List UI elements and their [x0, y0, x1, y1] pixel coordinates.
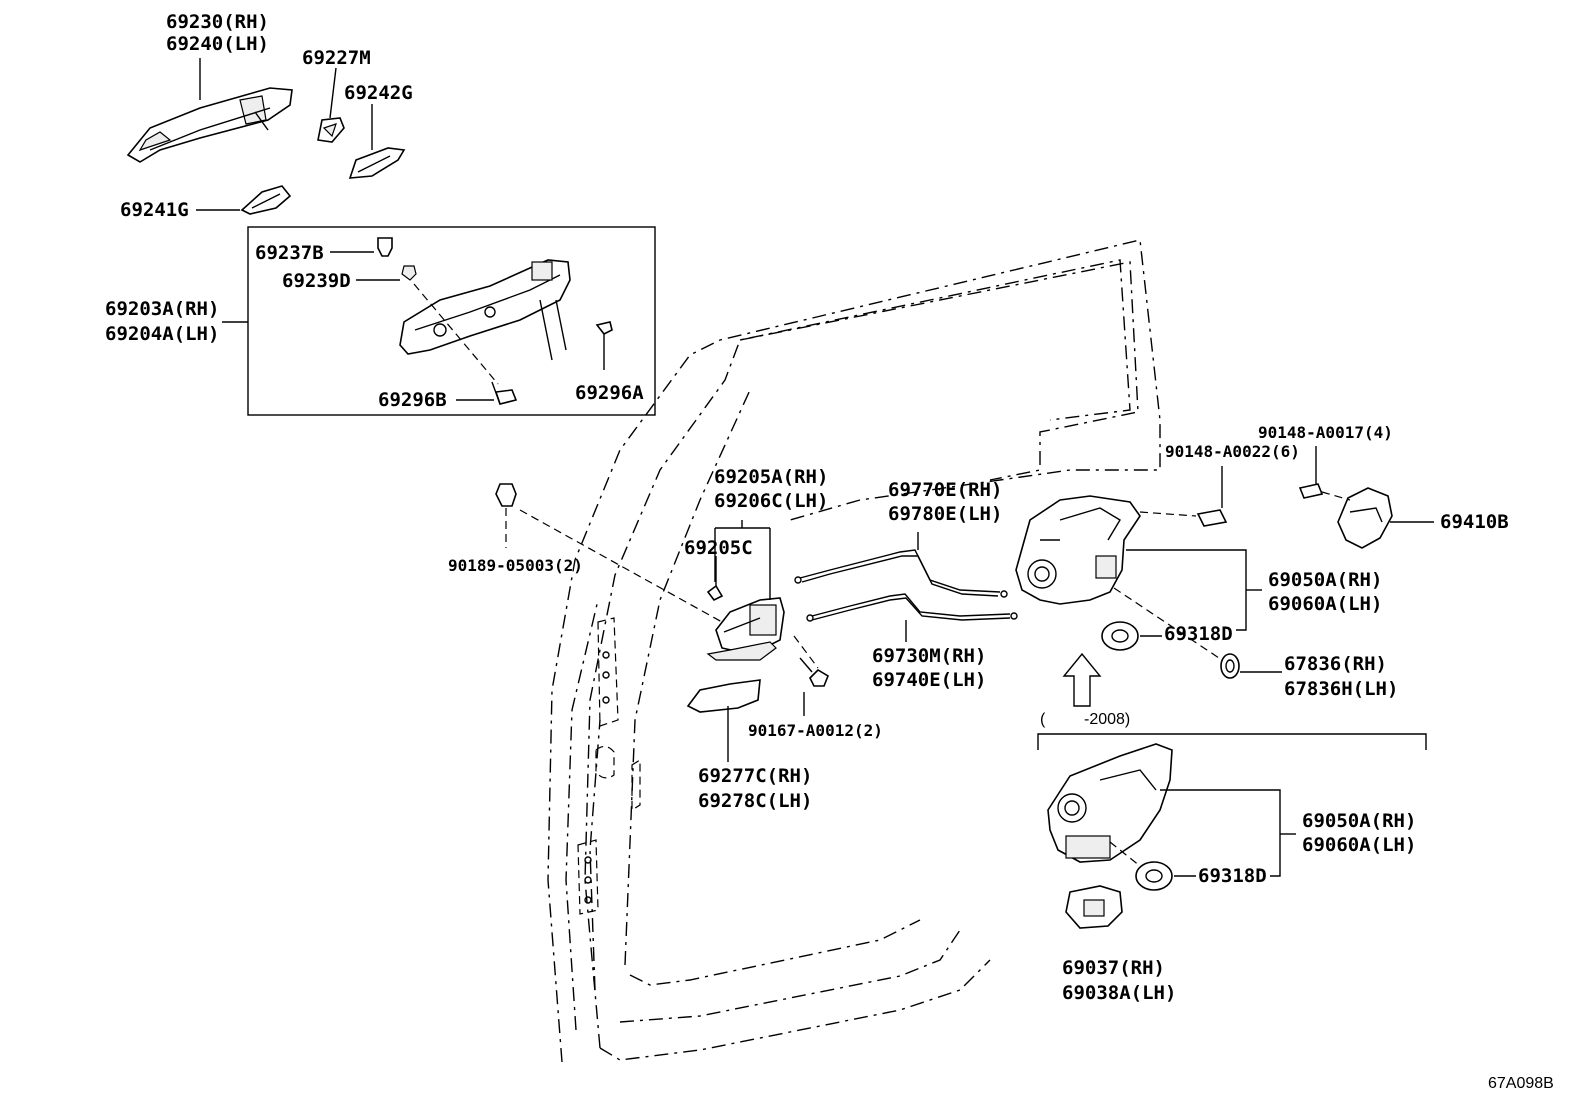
handle-pad-icon	[348, 147, 406, 179]
striker-screw-icon	[1298, 483, 1324, 499]
bracket-icon	[1065, 885, 1123, 929]
label-90148-a0022: 90148-A0022(6)	[1165, 442, 1300, 461]
label-90148-a0017: 90148-A0017(4)	[1258, 423, 1393, 442]
diagram-code: 67A098B	[1488, 1075, 1554, 1092]
seal-ring-icon	[1101, 621, 1139, 651]
label-90189-05003: 90189-05003(2)	[448, 556, 583, 575]
label-69050a-rh: 69050A(RH)	[1268, 569, 1382, 591]
door-panel-details	[577, 617, 641, 915]
label-69410b: 69410B	[1440, 511, 1509, 533]
range-note: -2008)	[1084, 711, 1130, 728]
label-69740e-lh: 69740E(LH)	[872, 669, 986, 691]
label-69038a-lh: 69038A(LH)	[1062, 982, 1176, 1004]
label-69204a-lh: 69204A(LH)	[105, 323, 219, 345]
screw-icon-69296a	[595, 321, 613, 336]
small-pin-icon	[706, 584, 724, 602]
label-69242g: 69242G	[344, 82, 413, 104]
outer-handle-icon	[126, 87, 293, 163]
range-note-open: (	[1040, 711, 1046, 728]
label-69206c-lh: 69206C(LH)	[714, 490, 828, 512]
door-lock-icon	[1015, 495, 1141, 605]
bezel-icon	[686, 679, 761, 713]
label-69296a: 69296A	[575, 382, 644, 404]
label-69237b: 69237B	[255, 242, 324, 264]
key-cylinder-cover-icon	[317, 117, 345, 143]
label-67836h-lh: 67836H(LH)	[1284, 678, 1398, 700]
door-outline	[547, 239, 1161, 1063]
label-69296b: 69296B	[378, 389, 447, 411]
label-69050a-rh-2: 69050A(RH)	[1302, 810, 1416, 832]
label-90167-a0012: 90167-A0012(2)	[748, 721, 883, 740]
label-69037-rh: 69037(RH)	[1062, 957, 1165, 979]
bolt-icon	[799, 657, 829, 687]
label-69278c-lh: 69278C(LH)	[698, 790, 812, 812]
label-69205c: 69205C	[684, 537, 753, 559]
label-69240lh: 69240(LH)	[166, 33, 269, 55]
inner-handle-icon	[706, 597, 785, 661]
label-69060a-lh: 69060A(LH)	[1268, 593, 1382, 615]
handle-cap-icon	[240, 185, 292, 215]
label-69203a-rh: 69203A(RH)	[105, 298, 219, 320]
cable-icon	[794, 549, 1018, 622]
label-69060a-lh-2: 69060A(LH)	[1302, 834, 1416, 856]
frame-group-box	[247, 226, 656, 416]
handle-frame-icon	[399, 259, 571, 361]
arrow-icon	[1062, 652, 1102, 707]
part-labels: 69230(RH) 69240(LH) 69227M 69242G 69241G…	[105, 11, 1554, 1092]
door-lock-2-icon	[1047, 743, 1173, 863]
clip-icon	[495, 483, 517, 507]
lock-screw-icon	[1196, 509, 1228, 527]
screw-icon-69296b	[491, 381, 518, 405]
label-69277c-rh: 69277C(RH)	[698, 765, 812, 787]
label-69241g: 69241G	[120, 199, 189, 221]
bushing-icon	[401, 265, 417, 281]
pin-icon	[377, 237, 393, 257]
label-69730m-rh: 69730M(RH)	[872, 645, 986, 667]
seal-ring-2-icon	[1135, 861, 1173, 891]
label-69318d-2: 69318D	[1198, 865, 1267, 887]
leader-lines	[196, 58, 1434, 877]
range-bracket	[1037, 733, 1427, 750]
label-69227m: 69227M	[302, 47, 371, 69]
label-69770e-rh: 69770E(RH)	[888, 479, 1002, 501]
label-69780e-lh: 69780E(LH)	[888, 503, 1002, 525]
label-67836-rh: 67836(RH)	[1284, 653, 1387, 675]
striker-icon	[1337, 487, 1393, 549]
grommet-icon	[1220, 653, 1240, 679]
label-69230rh: 69230(RH)	[166, 11, 269, 33]
label-69239d: 69239D	[282, 270, 351, 292]
label-69318d: 69318D	[1164, 623, 1233, 645]
label-69205a-rh: 69205A(RH)	[714, 466, 828, 488]
